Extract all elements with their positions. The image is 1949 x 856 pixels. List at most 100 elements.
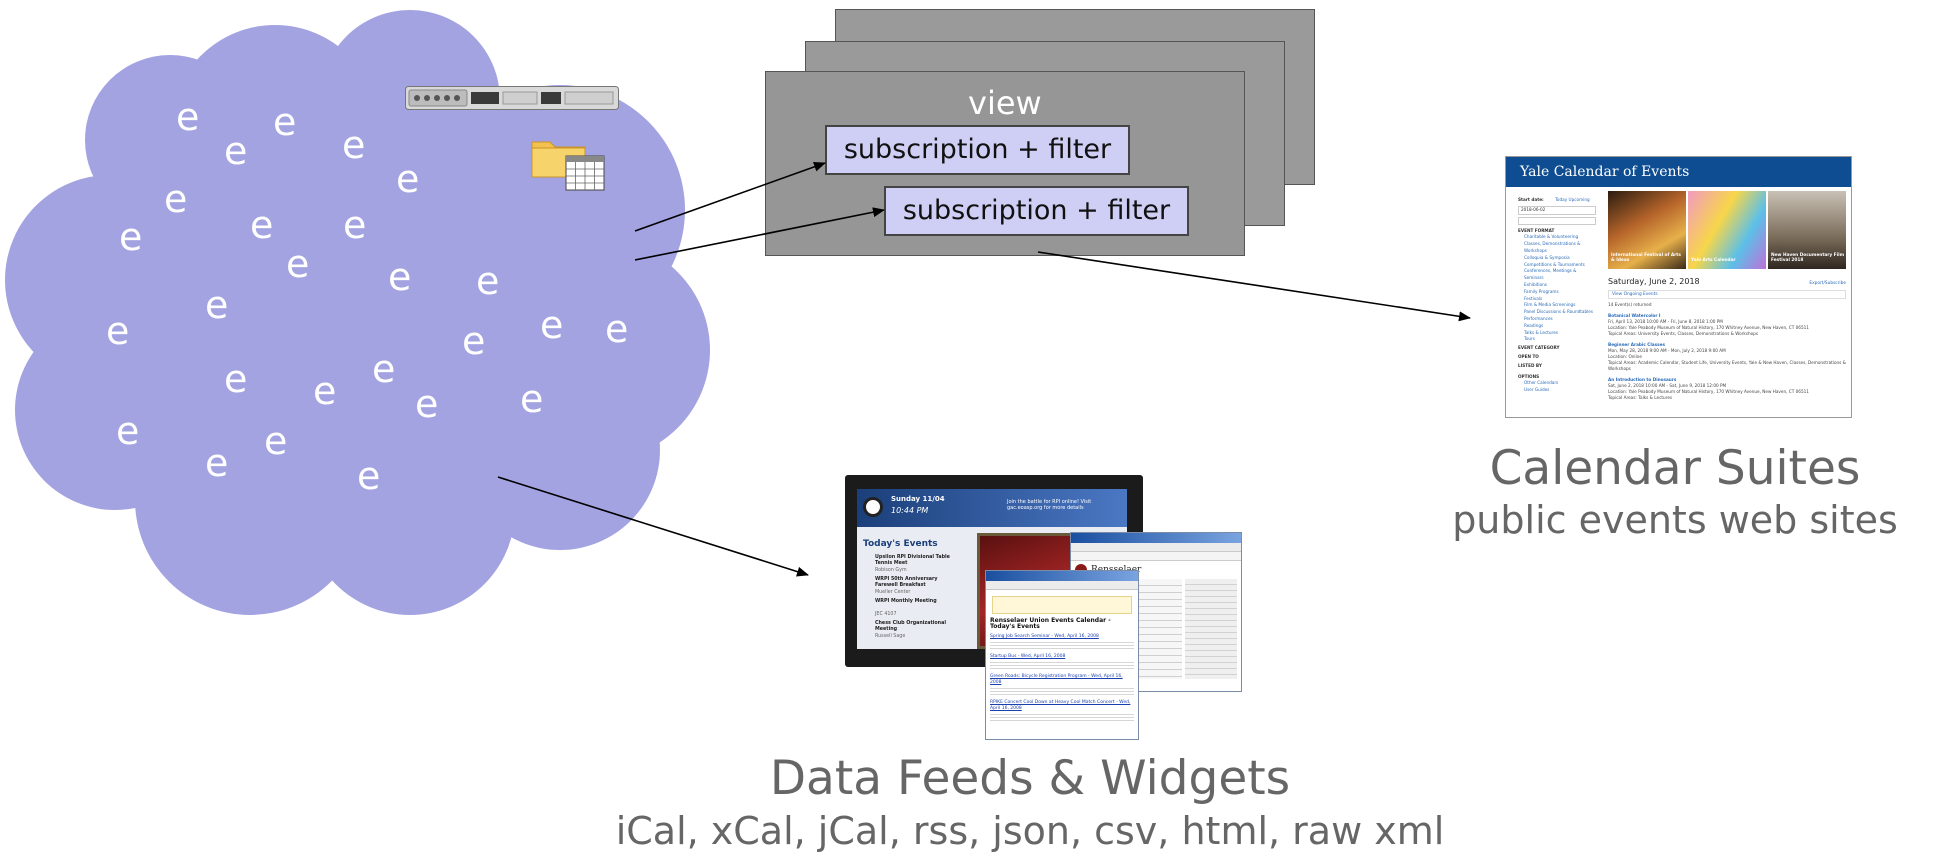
- signage-day: Sunday 11/04: [891, 495, 945, 503]
- event-detail: Location: Yale Peabody Museum of Natural…: [1608, 325, 1809, 330]
- event-detail: Location: Online: [1608, 354, 1642, 359]
- event-item: e: [396, 157, 420, 201]
- sidebar-filter-link[interactable]: Colloquia & Symposia: [1524, 254, 1570, 260]
- signage-event-title: WRPI Monthly Meeting: [875, 599, 937, 604]
- subscription-filter-box-2: subscription + filter: [884, 186, 1189, 236]
- event-item: e: [476, 259, 500, 303]
- sidebar-section[interactable]: EVENT CATEGORY: [1518, 345, 1560, 351]
- window-title-bar: [986, 571, 1138, 581]
- sidebar-filter-link[interactable]: Readings: [1524, 322, 1544, 328]
- rack-server-icon: [405, 86, 619, 110]
- event-item: e: [264, 419, 288, 463]
- feed-page-content: Rensselaer Union Events Calendar - Today…: [986, 616, 1138, 724]
- event-item: e: [116, 409, 140, 453]
- event-item: e: [372, 347, 396, 391]
- event-item: e: [164, 177, 188, 221]
- sidebar-filter-link[interactable]: Family Programs: [1524, 288, 1559, 294]
- browser-window-front: Rensselaer Union Events Calendar - Today…: [985, 570, 1139, 740]
- event-item: e: [357, 454, 381, 498]
- view-label: view: [968, 84, 1042, 122]
- sidebar-section[interactable]: EVENT FORMAT: [1518, 227, 1555, 233]
- start-date-input[interactable]: 2018-06-02: [1518, 205, 1596, 215]
- arrow-cloud-to-subscription-1: [634, 161, 826, 232]
- data-feeds-title: Data Feeds & Widgets: [769, 751, 1291, 806]
- cloud-shape: [5, 10, 710, 615]
- event-item: e: [106, 309, 130, 353]
- folder-calendar-icon: [531, 141, 605, 191]
- event-item: e: [224, 357, 248, 401]
- feed-event-link[interactable]: Startup Bus - Wed, April 16, 2008: [990, 654, 1066, 659]
- sidebar-section[interactable]: LISTED BY: [1518, 362, 1542, 368]
- event-detail: Topical Areas: Academic Calendar, Studen…: [1608, 360, 1846, 371]
- sidebar-option-link[interactable]: User Guides: [1524, 387, 1550, 393]
- signage-heading: Today's Events: [863, 539, 938, 549]
- sidebar-filter-link[interactable]: Festivals: [1524, 295, 1543, 301]
- sidebar-filter-link[interactable]: Talks & Lectures: [1524, 329, 1558, 335]
- feed-event-description: [990, 712, 1134, 722]
- signage-event-location: JEC 4107: [875, 612, 897, 617]
- feed-event-description: [990, 686, 1134, 696]
- sidebar-filter-link[interactable]: Competitions & Tournaments: [1524, 261, 1585, 267]
- export-subscribe-link[interactable]: Export/Subscribe: [1809, 281, 1846, 286]
- signage-event-title: Upsilon RPI Divisional Table Tennis Meet: [875, 555, 950, 566]
- event-item: e: [520, 377, 544, 421]
- event-item: e: [250, 203, 274, 247]
- sidebar-filter-link[interactable]: Conferences, Meetings & Seminars: [1524, 268, 1577, 281]
- arrow-cloud-to-subscription-2: [634, 207, 885, 261]
- event-title-link[interactable]: Beginner Arabic Classes: [1608, 342, 1665, 347]
- feed-event-link[interactable]: RPIKE Concert Cool Down at Heavy Cool Ma…: [990, 700, 1131, 711]
- yale-main: International Festival of Arts & Ideas Y…: [1608, 191, 1846, 401]
- featured-image[interactable]: Yale Arts Calendar: [1688, 191, 1766, 269]
- event-title-link[interactable]: Botanical Watercolor I: [1608, 313, 1661, 318]
- today-link[interactable]: Today: [1555, 197, 1568, 202]
- event-item: e: [119, 215, 143, 259]
- sidebar-filter-link[interactable]: Exhibitions: [1524, 281, 1547, 287]
- sidebar-filter-link[interactable]: Charitable & Volunteering: [1524, 234, 1579, 240]
- sidebar-filter-link[interactable]: Panel Discussions & Roundtables: [1524, 309, 1594, 315]
- feed-heading: Rensselaer Union Events Calendar - Today…: [990, 617, 1111, 630]
- event-item: e: [273, 100, 297, 144]
- date-heading: Saturday, June 2, 2018: [1608, 277, 1700, 286]
- featured-image[interactable]: New Haven Documentary Film Festival 2018: [1768, 191, 1846, 269]
- sidebar-filter-link[interactable]: Classes, Demonstrations & Workshops: [1524, 241, 1581, 253]
- data-feeds-subtitle: iCal, xCal, jCal, rss, json, csv, html, …: [615, 809, 1445, 853]
- sidebar-filter-link[interactable]: Film & Media Screenings: [1524, 302, 1576, 308]
- featured-image[interactable]: International Festival of Arts & Ideas: [1608, 191, 1686, 269]
- event-item: e: [205, 283, 229, 327]
- sidebar-filter-link[interactable]: Tours: [1524, 336, 1535, 342]
- start-date-label: Start date:: [1518, 197, 1544, 202]
- signage-banner: Join the battle for RPI online! Visit ga…: [1007, 499, 1092, 511]
- sidebar-section: OPTIONS: [1518, 373, 1540, 379]
- event-detail: Topical Areas: Talks & Lectures: [1608, 395, 1673, 400]
- arrow-view-to-calendar-suites: [1037, 251, 1471, 322]
- feed-event-link[interactable]: Green Roads: Bicycle Registration Progra…: [990, 674, 1123, 685]
- signage-top-bar: Sunday 11/04 10:44 PM Join the battle fo…: [857, 489, 1127, 527]
- feed-event-link[interactable]: Spring Job Search Seminar - Wed, April 1…: [990, 634, 1099, 639]
- event-item: e: [462, 319, 486, 363]
- event-item: e: [605, 307, 629, 351]
- calendar-column: [1185, 579, 1237, 679]
- upcoming-link[interactable]: Upcoming: [1568, 197, 1590, 202]
- signage-event-title: WRPI 50th Anniversary Farewell Breakfast: [875, 577, 938, 588]
- event-item: e: [540, 303, 564, 347]
- sidebar-search-input[interactable]: [1518, 216, 1596, 225]
- featured-caption: Yale Arts Calendar: [1691, 258, 1736, 263]
- events-returned: 14 Event(s) returned: [1608, 302, 1652, 307]
- view-ongoing-toggle[interactable]: View Ongoing Events: [1608, 290, 1846, 299]
- featured-caption: New Haven Documentary Film Festival 2018: [1771, 253, 1845, 263]
- sidebar-section[interactable]: OPEN TO: [1518, 353, 1539, 359]
- event-item: e: [286, 242, 310, 286]
- event-item: e: [205, 441, 229, 485]
- event-item: e: [343, 203, 367, 247]
- event-detail: Mon, May 28, 2018 9:00 AM - Mon, July 2,…: [1608, 348, 1726, 353]
- event-item: e: [224, 129, 248, 173]
- event-detail: Fri, April 13, 2018 10:00 AM - Fri, June…: [1608, 319, 1723, 324]
- event-detail: Location: Yale Peabody Museum of Natural…: [1608, 389, 1809, 394]
- event-title-link[interactable]: An Introduction to Dinosaurs: [1608, 377, 1677, 382]
- event-item: e: [176, 95, 200, 139]
- sidebar-filter-link[interactable]: Performances: [1524, 315, 1553, 321]
- featured-images: International Festival of Arts & Ideas Y…: [1608, 191, 1846, 269]
- sidebar-option-link[interactable]: Other Calendars: [1524, 380, 1559, 386]
